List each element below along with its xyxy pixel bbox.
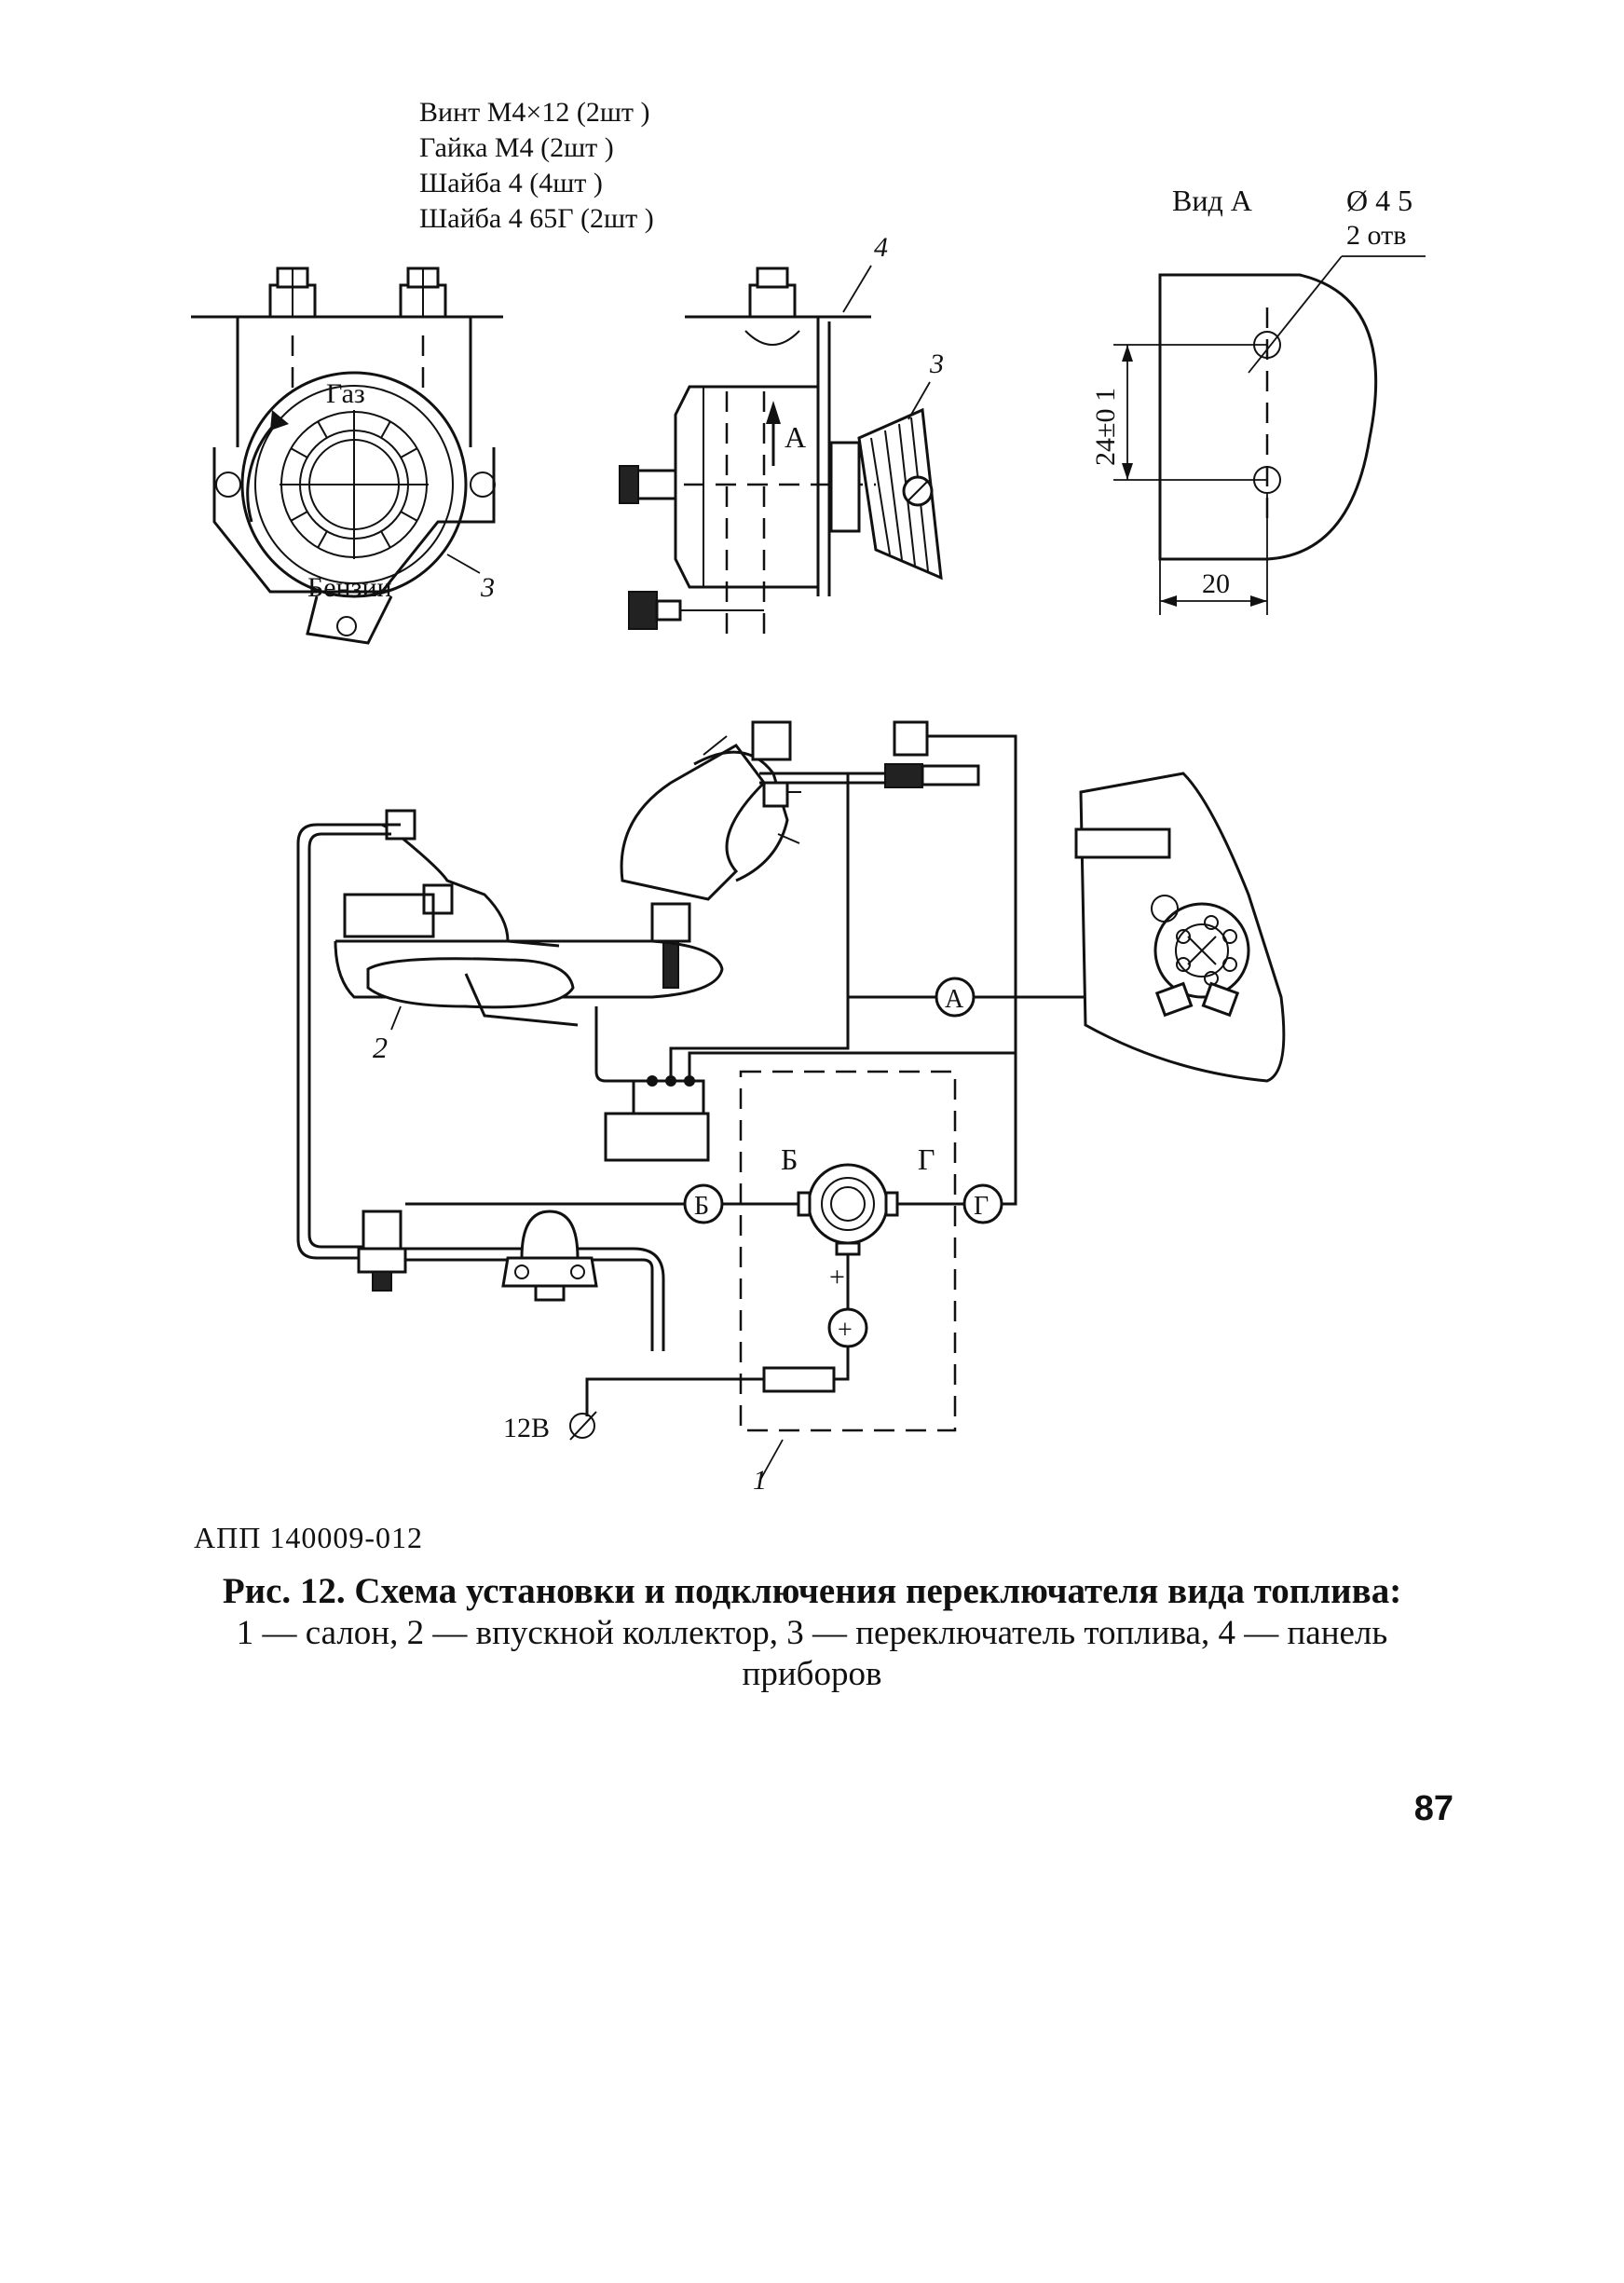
fuel-hose xyxy=(296,823,401,1260)
dim-vertical: 24±0 1 xyxy=(1090,388,1121,466)
callout-2: 2 xyxy=(373,1031,388,1064)
view-a-plate xyxy=(1158,273,1378,561)
filter-cone xyxy=(857,407,943,581)
caption-legend: 1 — салон, 2 — впускной коллектор, 3 — п… xyxy=(236,1614,1388,1693)
bracket-foot xyxy=(306,595,393,645)
document-code: АПП 140009-012 xyxy=(194,1521,423,1554)
callout-4: 4 xyxy=(874,232,888,263)
callout-3: 3 xyxy=(480,572,495,603)
fuel-switch xyxy=(807,1163,889,1245)
solenoid-right xyxy=(893,720,929,757)
label-b: Б xyxy=(781,1142,798,1176)
mount-hole xyxy=(215,472,241,498)
page-number: 87 xyxy=(1413,1789,1453,1828)
bolt-side xyxy=(744,267,800,346)
air-filter xyxy=(620,744,766,901)
figure-caption: Рис. 12. Схема установки и подключения п… xyxy=(186,1570,1438,1695)
cabin-box xyxy=(739,1070,957,1432)
bracket xyxy=(236,317,472,447)
intake-pipe xyxy=(381,823,560,948)
plus-sign: + xyxy=(829,1262,845,1292)
bolt-right xyxy=(399,267,447,319)
dim-horizontal: 20 xyxy=(1202,568,1230,599)
switch-front-view: Газ Бензин 3 xyxy=(191,267,503,645)
supply-label: 12В xyxy=(503,1413,550,1443)
solenoid-top xyxy=(751,720,792,761)
parts-list: Винт М4×12 (2шт ) Гайка М4 (2шт ) Шайба … xyxy=(419,97,654,234)
switch-body xyxy=(240,371,468,598)
caption-title: Рис. 12. Схема установки и подключения п… xyxy=(222,1571,1402,1611)
hole-diameter: Ø 4 5 xyxy=(1346,184,1412,217)
callout-3: 3 xyxy=(929,349,944,379)
distributor xyxy=(1079,772,1286,1083)
parts-list-item: Шайба 4 (4шт ) xyxy=(419,168,603,198)
manifold-block xyxy=(343,893,435,938)
arrow-label-a: А xyxy=(785,420,806,454)
knurl-ring xyxy=(281,412,427,557)
terminal-plus-label: + xyxy=(838,1316,853,1345)
indicator-lamp xyxy=(520,1210,580,1260)
parts-list-item: Винт М4×12 (2шт ) xyxy=(419,97,650,128)
label-g: Г xyxy=(918,1142,935,1176)
parts-list-item: Гайка М4 (2шт ) xyxy=(419,132,614,163)
label-petrol: Бензин xyxy=(307,572,392,603)
supply-terminal xyxy=(569,1413,595,1439)
hole-count: 2 отв xyxy=(1346,220,1406,251)
rotation-arrow xyxy=(246,417,281,523)
parts-list-item: Шайба 4 65Г (2шт ) xyxy=(419,203,654,234)
view-a: Вид А Ø 4 5 2 отв 24±0 1 20 xyxy=(1090,184,1426,615)
petrol-solenoid xyxy=(362,1210,403,1251)
terminal-a-label: А xyxy=(945,985,964,1014)
mount-hole xyxy=(470,472,496,498)
callout-1: 1 xyxy=(753,1465,767,1496)
relay-block xyxy=(604,1112,710,1162)
label-gas: Газ xyxy=(326,378,365,409)
terminal-b-label: Б xyxy=(694,1192,709,1221)
gas-valve xyxy=(650,902,691,943)
fuse xyxy=(762,1366,836,1393)
terminal-g-label: Г xyxy=(974,1192,989,1221)
view-a-title: Вид А xyxy=(1172,184,1252,217)
switch-housing xyxy=(674,385,820,589)
bolt-left xyxy=(268,267,317,319)
wiring-diagram: 2 А xyxy=(296,720,1286,1496)
switch-side-view: 4 А 3 xyxy=(619,232,944,643)
